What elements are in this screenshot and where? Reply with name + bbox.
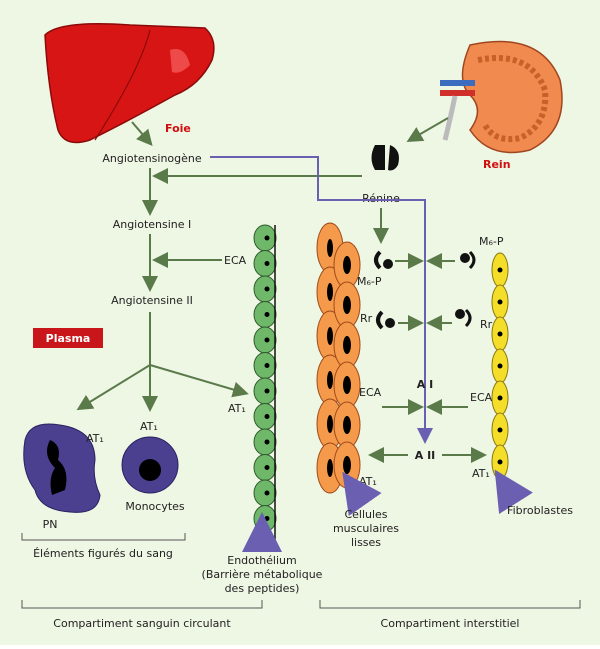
interstitial-compartment-label: Compartiment interstitiel [381, 617, 520, 630]
at1-label-monocyte: AT₁ [140, 420, 158, 433]
muscle-label-1: Cellules [344, 508, 387, 521]
blood-elements-bracket [21, 533, 186, 541]
kidney-label: Rein [483, 158, 511, 171]
plasma-label: Plasma [46, 332, 91, 345]
renin-rr-fibroblast-icon [455, 308, 472, 328]
angiotensinogen-label: Angiotensinogène [102, 152, 202, 165]
monocytes-label: Monocytes [125, 500, 185, 513]
liver-label: Foie [165, 122, 191, 135]
endothelium-cells [253, 224, 277, 532]
endothelium-note-2: des peptides) [225, 582, 300, 595]
endothelium-label: Endothélium [227, 554, 297, 567]
renin-m6p-muscle-icon [374, 250, 393, 270]
blood-elements-label: Éléments figurés du sang [33, 547, 173, 560]
kidney-to-renin-arrow [406, 117, 449, 143]
angiotensinogen-tissue-path [210, 156, 433, 444]
renin-m6p-fibroblast-icon [460, 250, 476, 270]
liver-arrow [131, 121, 153, 147]
a1-label: A I [417, 378, 433, 391]
at1-label-fibroblast: AT₁ [472, 467, 490, 480]
fibroblast-cells [491, 252, 509, 480]
a2-label: A II [415, 449, 436, 462]
fibroblasts-label: Fibroblastes [507, 504, 573, 517]
branch-endothelium-arrow [149, 364, 249, 398]
renin-rr-muscle-icon [376, 310, 395, 330]
muscle-pointer [342, 471, 382, 517]
muscle-label-3: lisses [351, 536, 381, 549]
eca-label-muscle: ECA [359, 386, 382, 399]
at1-label-pn: AT₁ [86, 432, 104, 445]
muscle-label-2: musculaires [333, 522, 399, 535]
blood-compartment-bracket [21, 600, 263, 609]
branch-pn-arrow [76, 364, 151, 411]
kidney-illustration [440, 40, 563, 154]
rr-label-fibroblast: Rr [480, 318, 493, 331]
blood-compartment-label: Compartiment sanguin circulant [53, 617, 231, 630]
at1-label-muscle: AT₁ [359, 475, 377, 488]
plasma-badge [33, 328, 103, 348]
m6p-label-muscle: M₆-P [357, 275, 382, 288]
renin-label: Rénine [362, 192, 400, 205]
rr-label-muscle: Rr [360, 312, 373, 325]
eca-label-fibroblast: ECA [470, 391, 493, 404]
liver-illustration [44, 23, 215, 144]
m6p-label-fibroblast: M₆-P [479, 235, 504, 248]
fibroblast-pointer [494, 469, 533, 515]
interstitial-compartment-bracket [319, 600, 581, 609]
eca-label-endothelium: ECA [224, 254, 247, 267]
at1-label-endothelium: AT₁ [228, 402, 246, 415]
angiotensin-1-label: Angiotensine I [113, 218, 192, 231]
pn-label: PN [43, 518, 58, 531]
angiotensin-2-label: Angiotensine II [111, 294, 193, 307]
endothelium-note-1: (Barrière métabolique [202, 568, 323, 581]
renin-icon [371, 145, 399, 171]
smooth-muscle-cells [316, 222, 361, 494]
